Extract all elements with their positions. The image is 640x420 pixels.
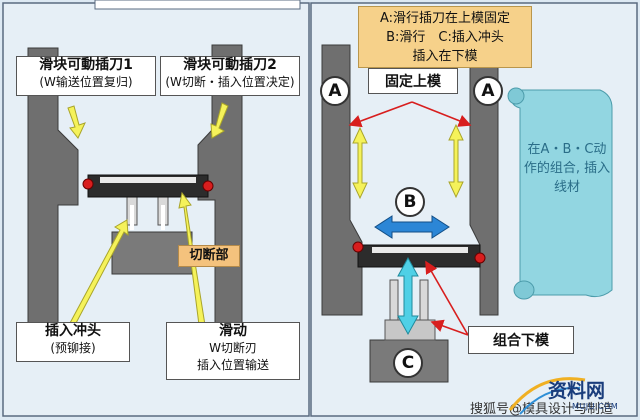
arrow-punch-up xyxy=(69,219,129,326)
marker-b: B xyxy=(395,187,425,217)
arrow-slider1-down xyxy=(67,105,86,139)
slider1-label: 滑块可動插刀1 (W输送位置复归) xyxy=(16,56,156,96)
slide-subtitle-1: W切断刃 xyxy=(209,341,257,355)
pointer-lower-bar xyxy=(425,260,469,336)
arrow-upper-right-vertical xyxy=(448,123,464,199)
punch-left-1-pin xyxy=(130,205,134,230)
arrow-upper-left-vertical xyxy=(352,126,368,200)
logo-main: 资料网 xyxy=(548,380,606,402)
right-bar-dot-left xyxy=(352,241,364,253)
legend-note: A:滑行插刀在上模固定 B:滑行 C:插入冲头 插入在下模 xyxy=(358,6,532,68)
cut-section-tag: 切断部 xyxy=(178,245,240,267)
legend-line-2: B:滑行 C:插入冲头 xyxy=(386,30,504,45)
legend-line-1: A:滑行插刀在上模固定 xyxy=(379,11,511,26)
scroll-caption: 在A・B・C动 作的组合, 插入 线材 xyxy=(522,140,612,197)
scroll-curl-top xyxy=(507,87,525,105)
upper-die-text: 固定上模 xyxy=(385,74,441,90)
punch-right-1 xyxy=(389,279,399,321)
top-strip xyxy=(94,0,301,10)
slider1-subtitle: (W输送位置复归) xyxy=(39,75,133,89)
right-bar-end-dot xyxy=(202,180,214,192)
arrow-slider2-down xyxy=(210,102,229,139)
pointer-lower-punch xyxy=(430,319,469,336)
slide-title: 滑动 xyxy=(219,323,247,339)
punch-right-2 xyxy=(419,279,429,321)
marker-a-right: A xyxy=(473,76,503,106)
punch-title: 插入冲头 xyxy=(45,323,101,339)
scroll-line-1: 在A・B・C动 xyxy=(527,142,607,157)
left-bar-end-dot xyxy=(82,178,94,190)
scroll-line-3: 线材 xyxy=(553,180,580,195)
slider2-title: 滑块可動插刀2 xyxy=(183,57,277,73)
punch-label: 插入冲头 (预铆接) xyxy=(16,322,130,362)
left-feed-bar-strip xyxy=(100,177,196,183)
arrow-c-vertical xyxy=(397,256,419,336)
lower-die-label: 组合下模 xyxy=(468,326,574,354)
right-feed-bar-strip xyxy=(372,247,468,253)
marker-c: C xyxy=(393,348,423,378)
slider2-subtitle: (W切断・插入位置决定) xyxy=(165,75,295,89)
right-bar-dot-right xyxy=(474,252,486,264)
pointer-upper-right xyxy=(411,101,472,127)
scroll-line-2: 作的组合, 插入 xyxy=(523,161,611,176)
logo-sub: MUJU.COM xyxy=(572,402,619,411)
scroll-curl-bottom xyxy=(513,280,535,300)
arrow-b-horizontal xyxy=(374,215,450,239)
right-cam-a-left xyxy=(321,44,363,316)
marker-a-left: A xyxy=(320,76,350,106)
slider1-title: 滑块可動插刀1 xyxy=(39,57,133,73)
lower-die-text: 组合下模 xyxy=(493,333,549,349)
legend-line-3: 插入在下模 xyxy=(412,49,478,64)
pointer-upper-left xyxy=(348,101,413,128)
upper-die-label: 固定上模 xyxy=(368,68,458,94)
punch-left-2-pin xyxy=(161,205,165,230)
slide-subtitle-2: 插入位置输送 xyxy=(196,358,269,372)
punch-subtitle: (预铆接) xyxy=(50,341,96,355)
slide-label: 滑动 W切断刃 插入位置输送 xyxy=(166,322,300,380)
slider2-label: 滑块可動插刀2 (W切断・插入位置决定) xyxy=(160,56,300,96)
